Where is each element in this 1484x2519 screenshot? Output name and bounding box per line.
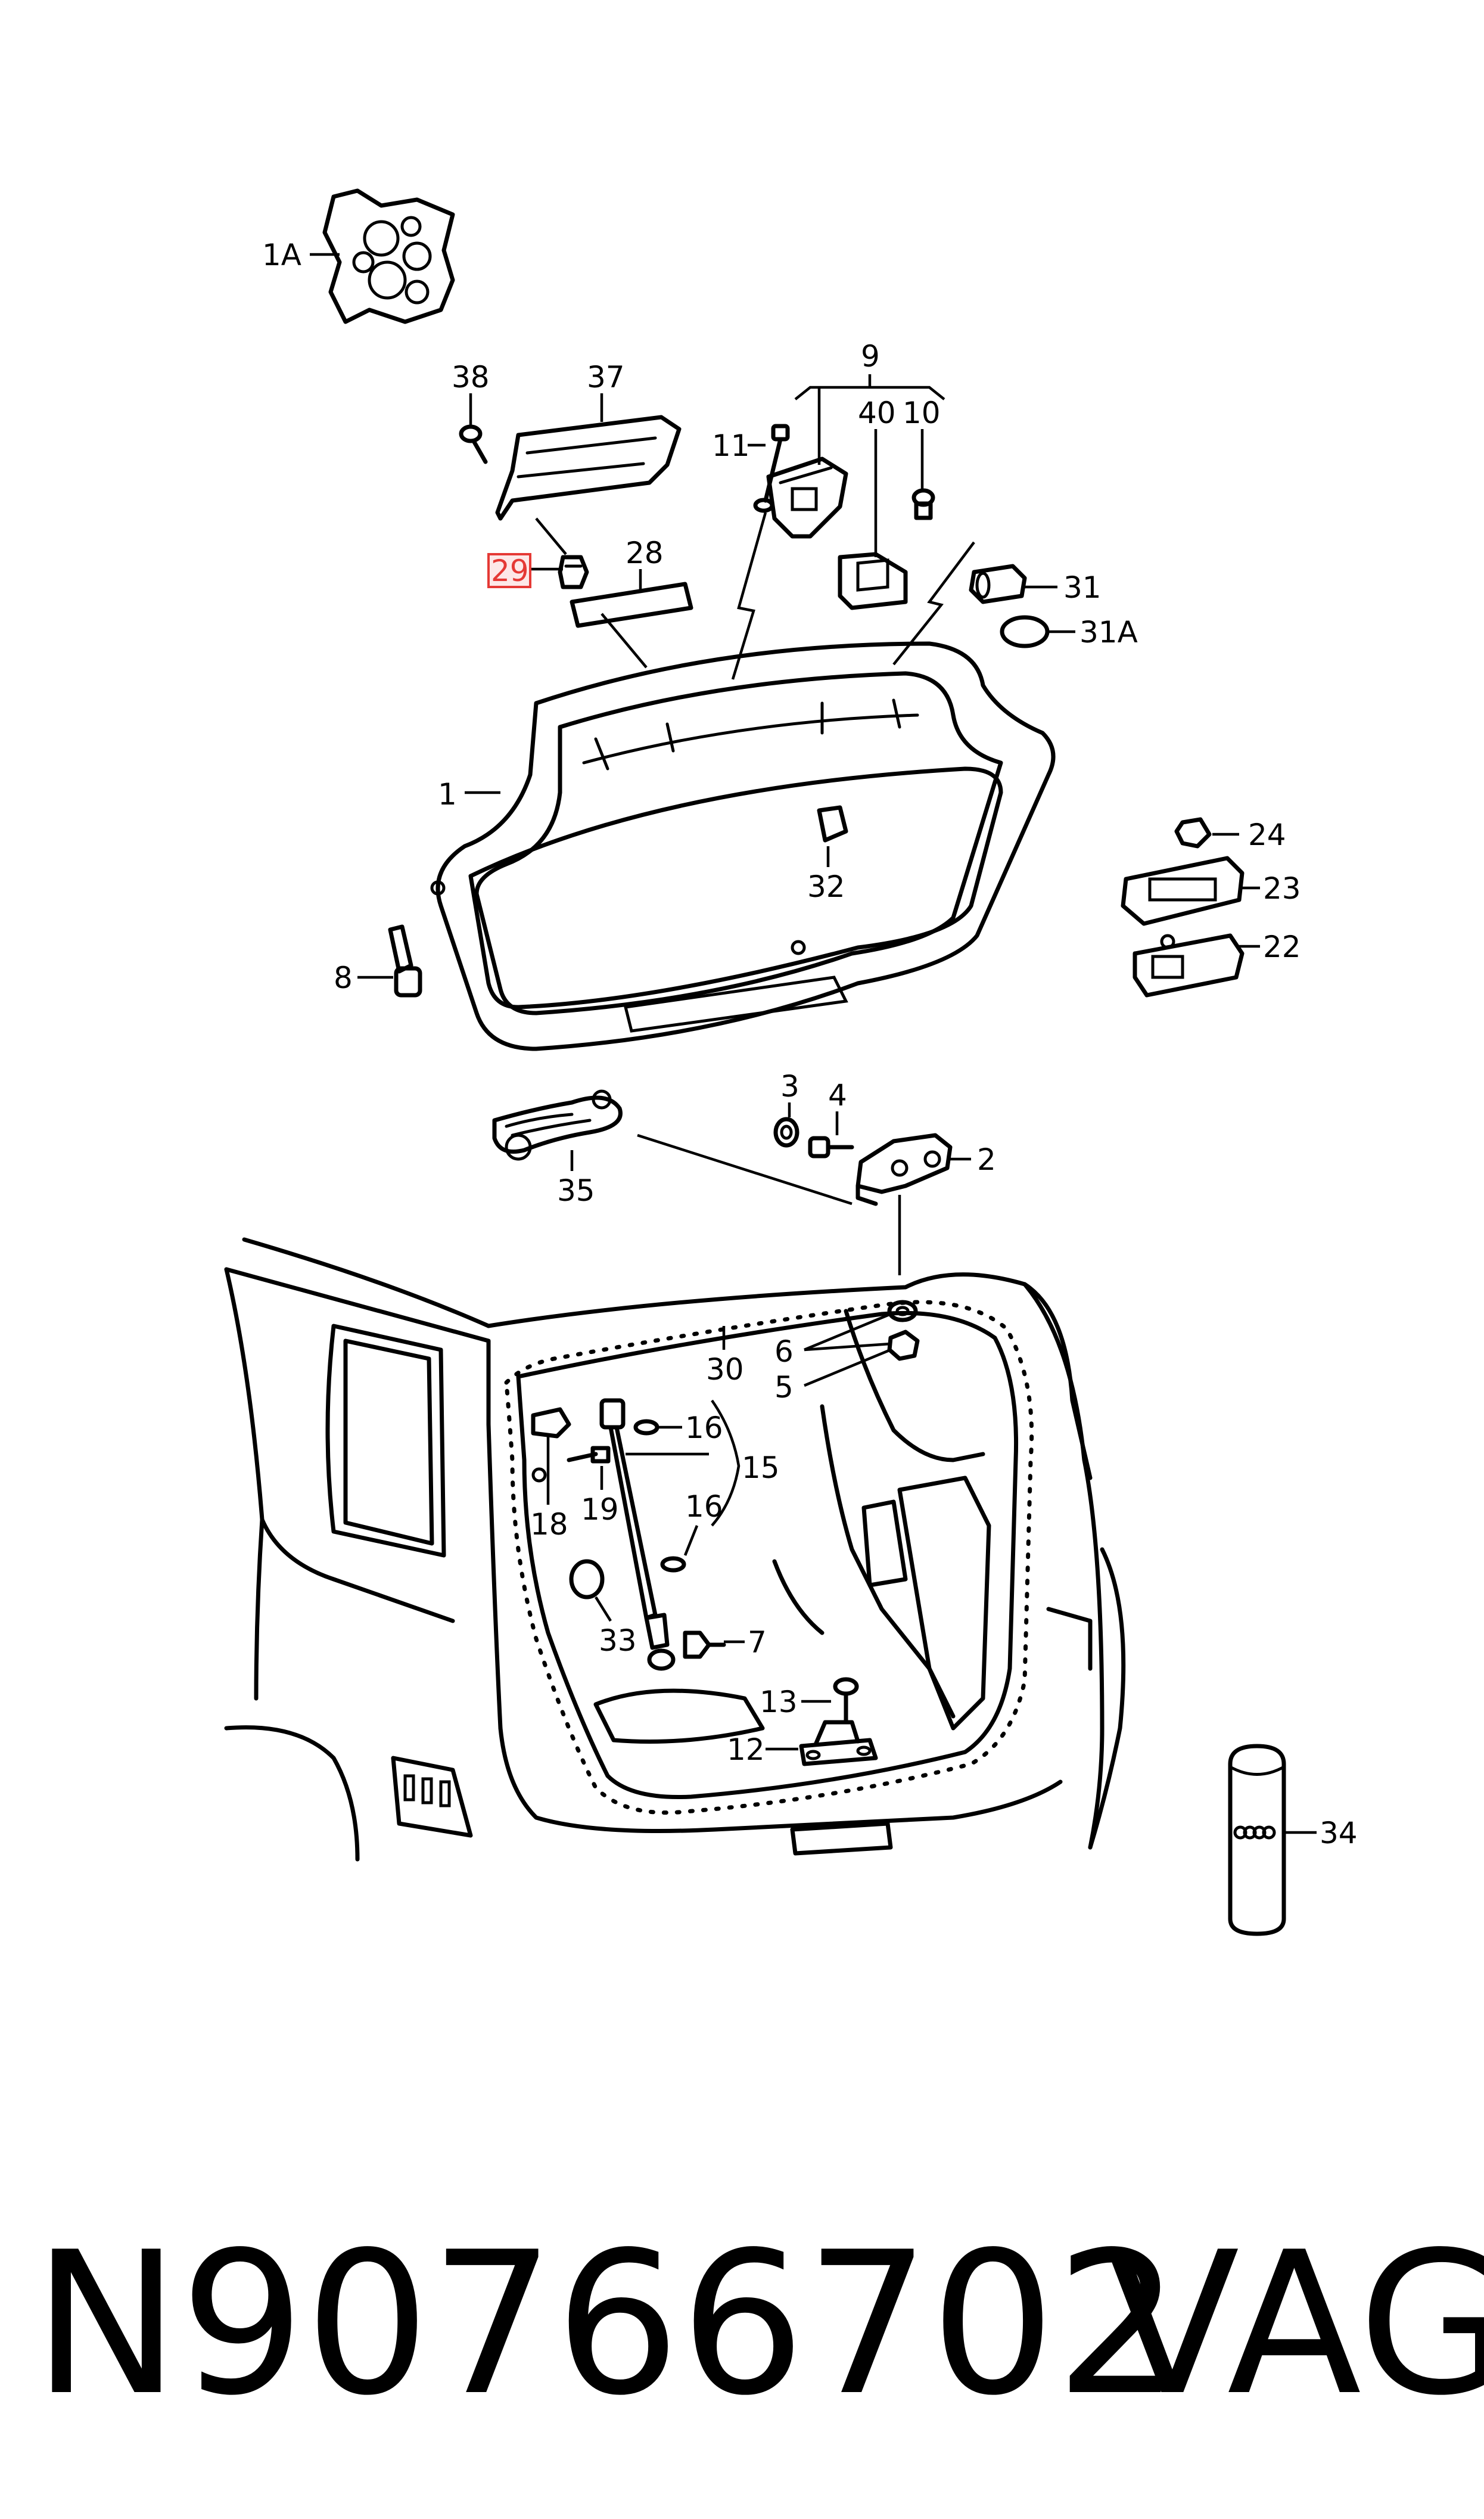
callout-15: 15 <box>742 1450 780 1485</box>
callout-6: 6 <box>774 1334 794 1369</box>
highlight-box-29 <box>487 553 531 588</box>
part-38-screw <box>459 424 488 464</box>
part-23-lamp-housing <box>1121 856 1245 926</box>
callout-1: 1 <box>438 777 457 812</box>
callout-4: 4 <box>828 1078 847 1113</box>
callout-40: 40 <box>858 396 896 430</box>
part-24-nut <box>1174 817 1212 849</box>
part-9-lock <box>766 456 848 539</box>
callout-24: 24 <box>1248 818 1286 852</box>
part-35-harness <box>492 1089 623 1161</box>
vehicle-body <box>224 1237 1126 1862</box>
callout-5: 5 <box>774 1370 794 1405</box>
part-31a-cap <box>1000 615 1050 648</box>
part-1a-screw-kit <box>322 188 455 324</box>
part-11-bolt <box>753 424 790 513</box>
part-40-lock-module <box>838 552 908 610</box>
part-19-bolt <box>567 1446 611 1464</box>
callout-13: 13 <box>760 1685 798 1719</box>
callout-37: 37 <box>587 360 625 395</box>
part-16-clip-lower <box>660 1556 686 1573</box>
callout-10: 10 <box>903 396 941 430</box>
callout-18: 18 <box>530 1507 568 1542</box>
callout-1a: 1A <box>262 238 301 272</box>
callout-7: 7 <box>748 1625 767 1660</box>
callout-23: 23 <box>1263 871 1301 906</box>
part-4-bolt <box>808 1136 854 1158</box>
callout-28: 28 <box>626 536 664 570</box>
callout-33: 33 <box>599 1623 637 1658</box>
brand-name: VAG <box>1105 2210 1484 2439</box>
part-32-grommet <box>817 805 848 843</box>
part-13-bolt <box>833 1677 859 1725</box>
callout-29[interactable]: 29 <box>491 554 529 588</box>
part-16-clip-upper <box>633 1419 659 1436</box>
callout-8: 8 <box>334 961 353 995</box>
part-29-clip <box>558 555 589 589</box>
part-37-handle-trim <box>495 415 682 521</box>
part-18-ball-stud <box>531 1407 571 1483</box>
callout-16-upper: 16 <box>685 1411 723 1445</box>
callout-9: 9 <box>861 339 880 374</box>
part-7-ball-stud <box>683 1630 726 1659</box>
part-5-nut <box>887 1330 920 1361</box>
part-31-switch <box>969 564 1027 604</box>
part-1-tailgate <box>430 641 1056 1051</box>
callout-2: 2 <box>977 1142 996 1177</box>
callout-35: 35 <box>557 1173 595 1208</box>
callout-32: 32 <box>807 869 845 904</box>
part-6-washer <box>887 1300 918 1322</box>
callout-34: 34 <box>1320 1816 1358 1850</box>
callout-22: 22 <box>1263 930 1301 964</box>
callout-31: 31 <box>1063 570 1102 605</box>
callout-38: 38 <box>452 360 490 395</box>
part-33-plug <box>569 1559 605 1599</box>
part-28-label-strip <box>570 582 693 628</box>
part-12-striker <box>799 1720 878 1766</box>
callout-31a: 31A <box>1079 615 1138 650</box>
part-10-plug <box>911 488 935 520</box>
part-22-lamp-unit <box>1133 933 1245 998</box>
callout-11: 11 <box>712 428 750 463</box>
callout-19: 19 <box>581 1492 619 1527</box>
part-34-spray-can <box>1228 1744 1286 1936</box>
part-number: N90766702 <box>33 2210 1181 2439</box>
callout-12: 12 <box>727 1732 765 1767</box>
callout-3: 3 <box>780 1069 799 1104</box>
part-2-hinge <box>855 1133 953 1206</box>
part-8-bumper <box>388 924 422 998</box>
part-3-washer <box>773 1117 799 1148</box>
callout-30: 30 <box>706 1352 744 1387</box>
part-15-gas-strut <box>599 1398 676 1671</box>
